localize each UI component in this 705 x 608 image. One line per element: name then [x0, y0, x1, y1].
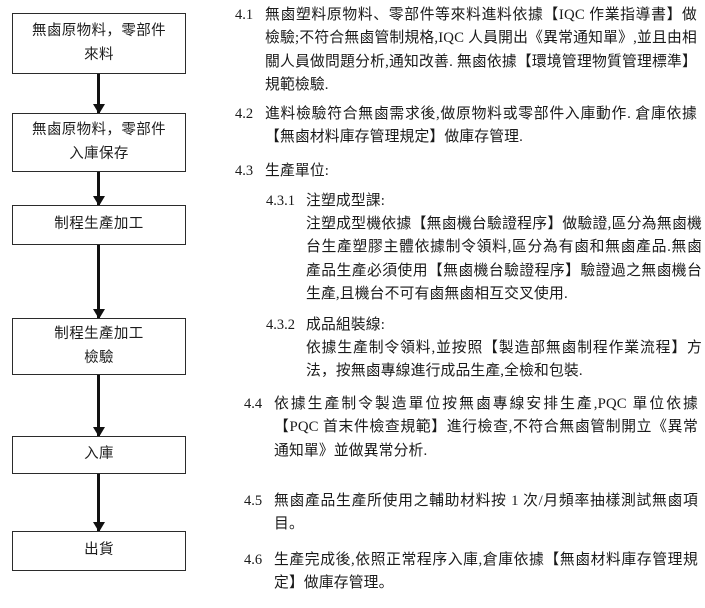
flow-node-line: 制程生產加工 — [54, 326, 144, 343]
flow-node-label: 制程生產加工 — [50, 213, 147, 236]
flow-arrow-3 — [97, 245, 100, 318]
clause-text: 注塑成型機依據【無鹵機台驗證程序】做驗證,區分為無鹵機台生產塑膠主體依據制令領料… — [306, 216, 702, 303]
flow-node-line: 出貨 — [84, 542, 114, 559]
flow-node-shipment: 出貨 — [12, 531, 186, 571]
clause-4-3-1-heading: 4.3.1 注塑成型課: — [266, 190, 702, 213]
flow-node-label: 無鹵原物料，零部件 來料 — [28, 20, 170, 67]
clause-4-3: 4.3 生產單位: — [235, 160, 697, 183]
clause-4-3-2-body: 依據生產制令領料,並按照【製造部無鹵制程作業流程】方法，按無鹵專線進行成品生產,… — [266, 337, 702, 384]
clause-text: 依據生產制令領料,並按照【製造部無鹵制程作業流程】方法，按無鹵專線進行成品生產,… — [306, 340, 702, 380]
flow-node-line: 無鹵原物料，零部件 — [31, 23, 167, 40]
clause-number: 4.2 — [235, 106, 254, 122]
procedure-text-column: 4.1 無鹵塑料原物料、零部件等來料進料依據【IQC 作業指導書】做檢驗;不符合… — [230, 0, 705, 608]
clause-text: 生產完成後,依照正常程序入庫,倉庫依據【無鹵材料庫存管理規定】做庫存管理。 — [274, 552, 698, 592]
clause-text: 注塑成型課: — [306, 193, 385, 209]
clause-number: 4.3.2 — [266, 317, 295, 333]
clause-text: 依據生產制令製造單位按無鹵專線安排生產,PQC 單位依據【PQC 首末件檢查規範… — [274, 396, 698, 459]
process-flowchart: 無鹵原物料，零部件 來料 無鹵原物料，零部件 入庫保存 制程生產加工 制程生產加… — [0, 0, 230, 608]
flow-node-line: 制程生產加工 — [54, 216, 144, 233]
flow-node-incoming-material: 無鹵原物料，零部件 來料 — [12, 13, 186, 74]
flow-node-label: 無鹵原物料，零部件 入庫保存 — [28, 119, 170, 166]
flow-node-process-inspection: 制程生產加工 檢驗 — [12, 318, 186, 375]
clause-number: 4.3.1 — [266, 193, 295, 209]
flow-node-label: 入庫 — [80, 443, 118, 466]
flow-node-line: 入庫保存 — [69, 145, 129, 162]
flow-arrow-5 — [97, 474, 100, 531]
clause-text: 無鹵塑料原物料、零部件等來料進料依據【IQC 作業指導書】做檢驗;不符合無鹵管制… — [265, 7, 697, 94]
clause-4-4: 4.4 依據生產制令製造單位按無鹵專線安排生產,PQC 單位依據【PQC 首末件… — [244, 393, 698, 463]
clause-4-6: 4.6 生產完成後,依照正常程序入庫,倉庫依據【無鹵材料庫存管理規定】做庫存管理… — [244, 549, 698, 596]
flow-node-warehouse-storage: 無鹵原物料，零部件 入庫保存 — [12, 113, 186, 172]
clause-4-1: 4.1 無鹵塑料原物料、零部件等來料進料依據【IQC 作業指導書】做檢驗;不符合… — [235, 4, 697, 98]
clause-number: 4.3 — [235, 163, 254, 179]
clause-4-5: 4.5 無鹵產品生產所使用之輔助材料按 1 次/月頻率抽樣測試無鹵項目。 — [244, 490, 698, 537]
clause-number: 4.4 — [244, 396, 263, 412]
flow-node-label: 制程生產加工 檢驗 — [50, 323, 147, 370]
clause-4-3-2-heading: 4.3.2 成品組裝線: — [266, 314, 702, 337]
clause-number: 4.1 — [235, 7, 254, 23]
clause-number: 4.5 — [244, 493, 263, 509]
flow-node-line: 檢驗 — [84, 349, 114, 366]
clause-4-3-1-body: 注塑成型機依據【無鹵機台驗證程序】做驗證,區分為無鹵機台生產塑膠主體依據制令領料… — [266, 213, 702, 307]
flow-node-line: 無鹵原物料，零部件 — [31, 122, 167, 139]
clause-text: 進料檢驗符合無鹵需求後,做原物料或零部件入庫動作. 倉庫依據【無鹵材料庫存管理規… — [265, 106, 697, 146]
flow-arrow-4 — [97, 375, 100, 436]
clause-4-2: 4.2 進料檢驗符合無鹵需求後,做原物料或零部件入庫動作. 倉庫依據【無鹵材料庫… — [235, 103, 697, 150]
clause-text: 生產單位: — [265, 163, 330, 179]
flow-arrow-1 — [97, 74, 100, 113]
flow-node-line: 入庫 — [84, 446, 114, 463]
flow-node-label: 出貨 — [80, 539, 118, 562]
flow-node-line: 來料 — [84, 46, 114, 63]
flow-node-stock-in: 入庫 — [12, 436, 186, 474]
clause-number: 4.6 — [244, 552, 263, 568]
flow-arrow-2 — [97, 172, 100, 205]
flow-node-process-production: 制程生產加工 — [12, 205, 186, 245]
clause-text: 成品組裝線: — [306, 317, 385, 333]
clause-text: 無鹵產品生產所使用之輔助材料按 1 次/月頻率抽樣測試無鹵項目。 — [274, 493, 698, 533]
